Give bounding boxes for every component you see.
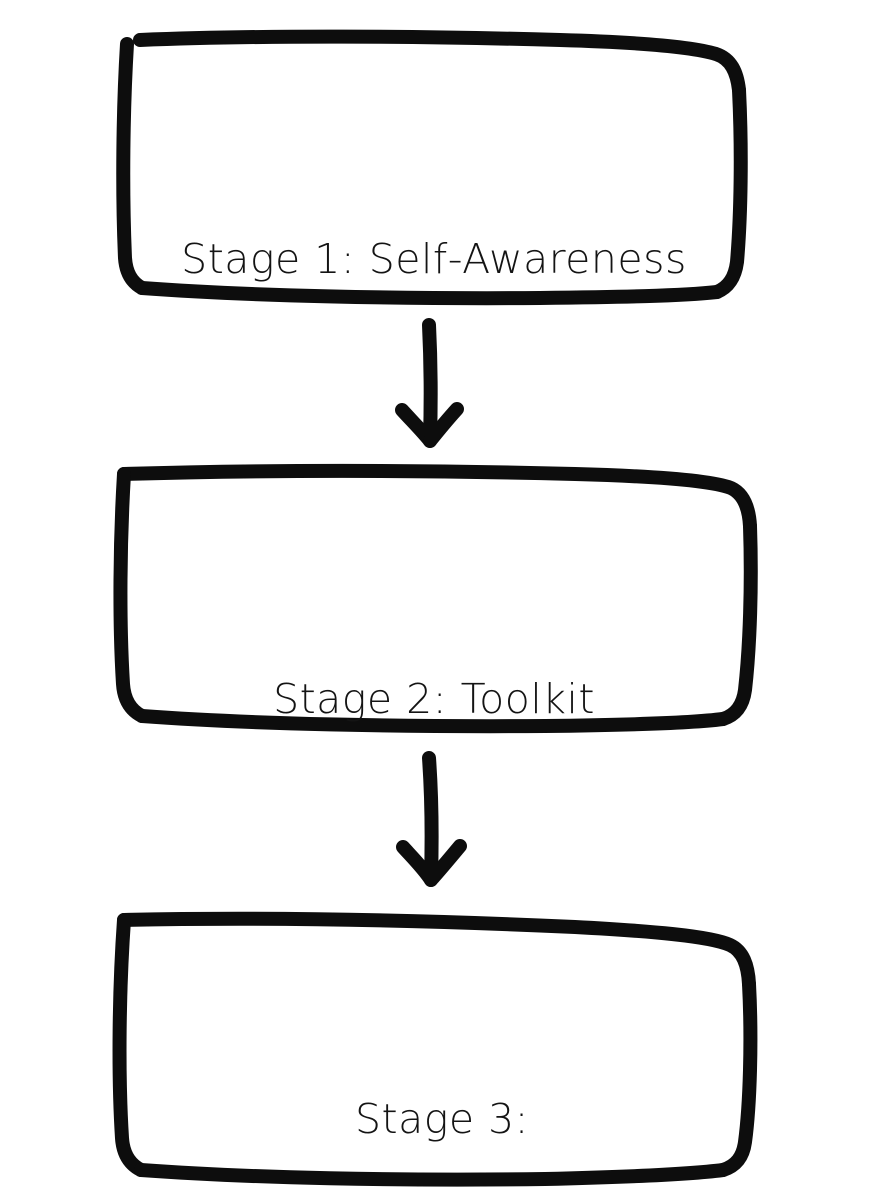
node-stage-1[interactable] — [120, 34, 746, 300]
node-stage-3[interactable] — [114, 912, 756, 1178]
node-shape-stage-3 — [112, 911, 758, 1187]
node-shape-stage-1 — [116, 29, 748, 306]
node-shape-stage-2 — [113, 464, 758, 734]
arrow-down-icon-2 — [396, 751, 467, 887]
arrow-down-icon-1 — [395, 318, 464, 448]
node-stage-2[interactable] — [116, 466, 756, 728]
